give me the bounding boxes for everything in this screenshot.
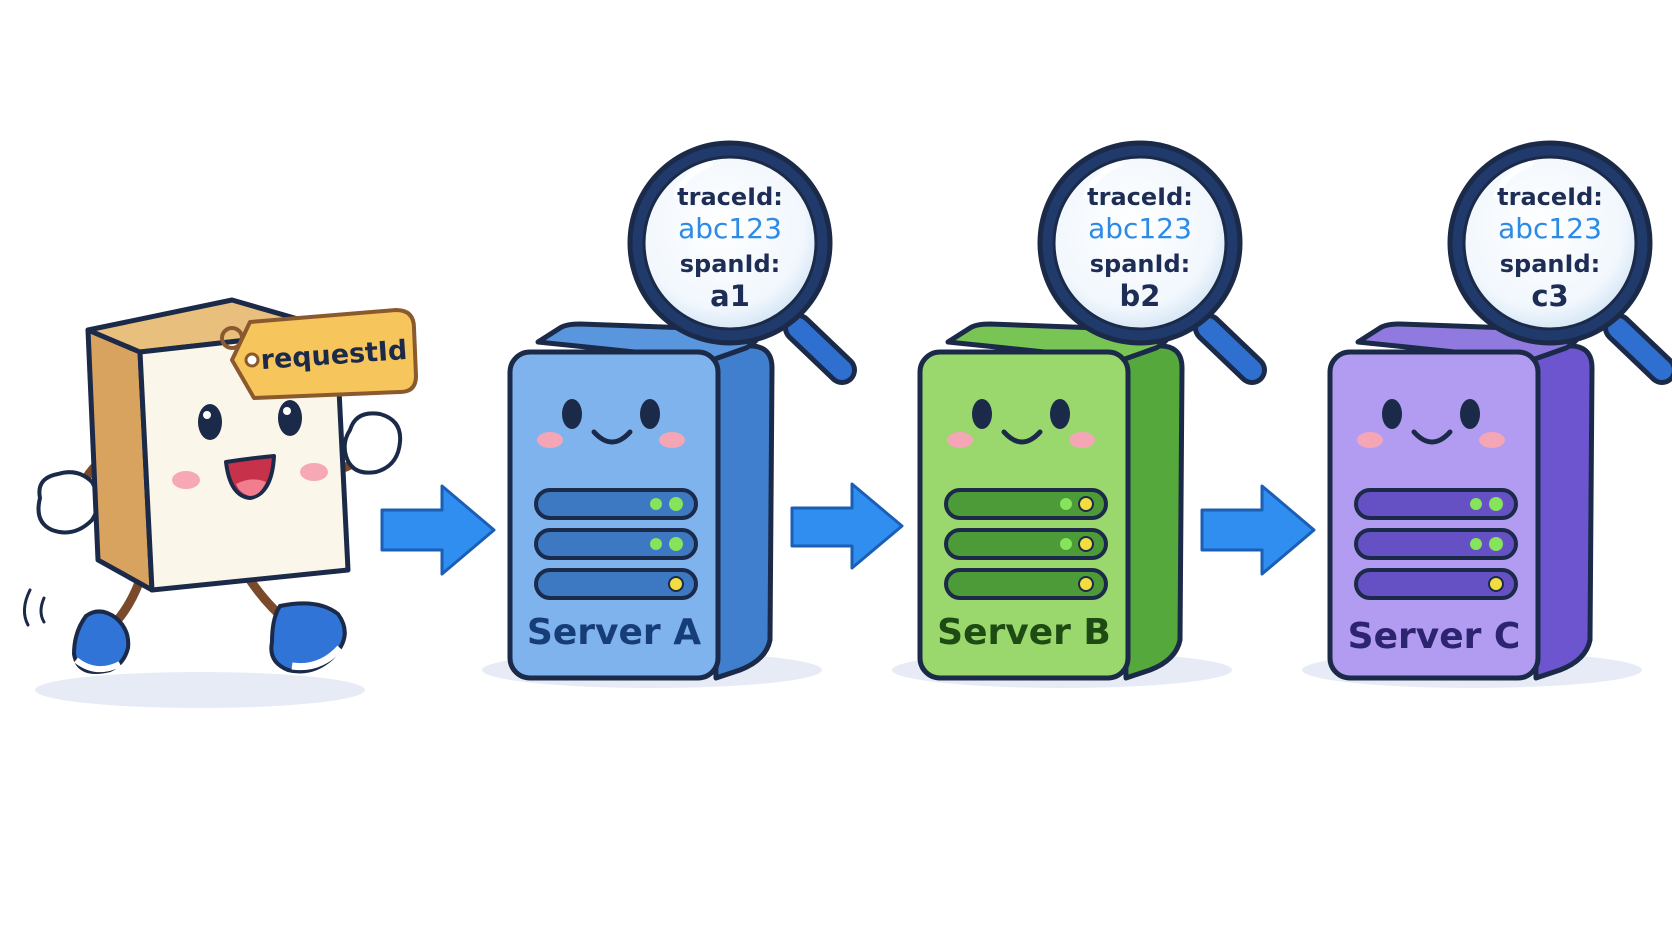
box-face	[172, 400, 328, 500]
span-id-value: c3	[1531, 279, 1568, 313]
request-shadow	[35, 672, 365, 708]
trace-id-value: abc123	[1088, 212, 1192, 245]
server-face	[1357, 399, 1505, 448]
drive-bays	[1354, 488, 1518, 600]
trace-id-label: traceId:	[1087, 183, 1193, 211]
span-id-label: spanId:	[1500, 250, 1600, 278]
server-label: Server A	[527, 612, 701, 653]
drive-bays	[534, 488, 698, 600]
server-label: Server C	[1348, 616, 1521, 657]
server-face	[947, 399, 1095, 448]
glove-left-icon	[36, 470, 100, 535]
arrow-right-icon	[790, 482, 904, 570]
motion-lines-icon	[23, 588, 46, 627]
server-label: Server B	[937, 612, 1111, 653]
magnifying-glass-icon: traceId: abc123 spanId: b2	[1037, 140, 1267, 385]
request-id-tag: requestId	[220, 308, 418, 400]
span-id-label: spanId:	[1090, 250, 1190, 278]
shoe-right-icon	[269, 601, 347, 674]
server-face	[537, 399, 685, 448]
span-id-value: a1	[710, 279, 750, 313]
server-c: Server C traceId: abc123 spanId: c3	[1302, 140, 1672, 688]
trace-id-value: abc123	[1498, 212, 1602, 245]
server-a: Server A traceId: abc123 spanId: a1	[482, 140, 857, 688]
arrow-right-icon	[1200, 484, 1316, 576]
arrow-right-icon	[380, 484, 496, 576]
server-side	[1529, 343, 1595, 681]
server-side	[709, 343, 775, 681]
magnifying-glass-icon: traceId: abc123 spanId: c3	[1447, 140, 1672, 385]
trace-id-value: abc123	[678, 212, 782, 245]
server-side	[1119, 343, 1185, 681]
span-id-value: b2	[1120, 279, 1161, 313]
trace-id-label: traceId:	[677, 183, 783, 211]
shoe-left-icon	[71, 609, 131, 674]
drive-bays	[944, 488, 1108, 600]
trace-id-label: traceId:	[1497, 183, 1603, 211]
request-character: requestId	[23, 297, 418, 708]
flow-arrows	[380, 482, 1316, 576]
magnifying-glass-icon: traceId: abc123 spanId: a1	[627, 140, 857, 385]
span-id-label: spanId:	[680, 250, 780, 278]
server-b: Server B traceId: abc123 spanId: b2	[892, 140, 1267, 688]
glove-right-icon	[342, 411, 403, 475]
